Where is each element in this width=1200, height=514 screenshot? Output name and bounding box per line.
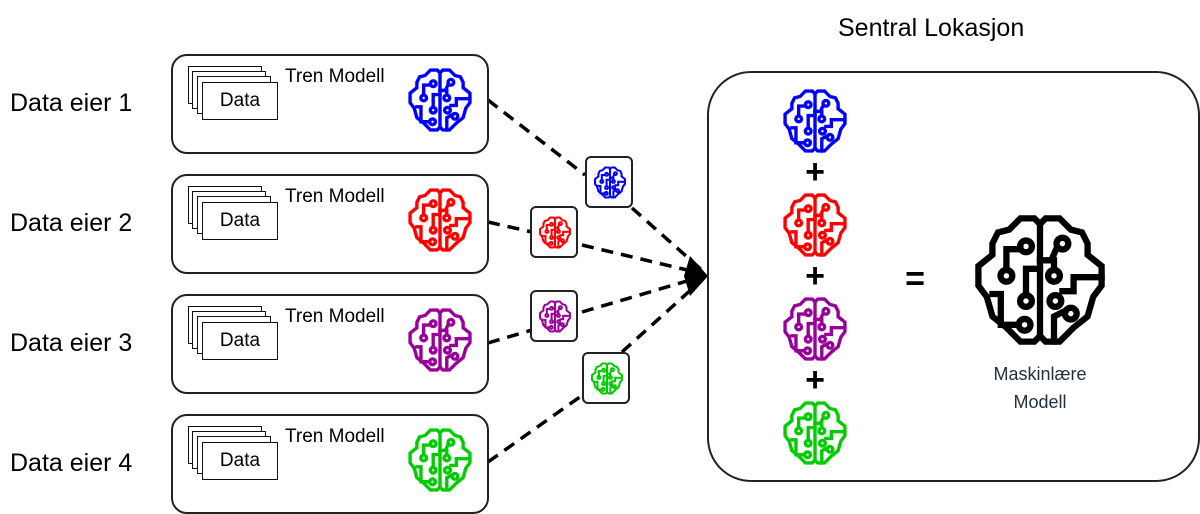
central-location-box (707, 71, 1200, 482)
data-card: Data (202, 322, 278, 360)
ml-model-caption-line1: Maskinlære (993, 364, 1087, 384)
plus-sign: + (805, 257, 825, 295)
ml-model-brain-icon (970, 212, 1110, 348)
aggregated-brain-icon (783, 297, 847, 361)
mini-model-1 (585, 156, 633, 208)
ml-model-caption: Maskinlære Modell (960, 360, 1120, 416)
local-model-brain-icon (408, 308, 472, 372)
plus-sign: + (805, 361, 825, 399)
connector-3 (487, 328, 533, 345)
connector-2b (581, 243, 705, 276)
train-model-label: Tren Modell (285, 186, 385, 207)
train-model-label: Tren Modell (285, 306, 385, 327)
connector-3b (581, 274, 705, 314)
local-model-brain-icon (408, 68, 472, 132)
equals-sign: = (905, 260, 925, 298)
aggregated-brain-icon (783, 193, 847, 257)
connector-1b (630, 206, 706, 274)
owner-label: Data eier 3 (10, 329, 133, 357)
connector-1 (486, 98, 587, 177)
plus-sign: + (805, 153, 825, 191)
merge-arrowhead (684, 256, 708, 296)
mini-brain-icon (591, 362, 623, 395)
data-card: Data (202, 442, 278, 480)
data-card: Data (202, 82, 278, 120)
mini-model-4 (582, 352, 630, 404)
local-model-brain-icon (408, 188, 472, 252)
owner-label: Data eier 4 (10, 449, 133, 477)
ml-model-caption-line2: Modell (1013, 392, 1067, 412)
owner-label: Data eier 2 (10, 209, 133, 237)
central-title: Sentral Lokasjon (838, 14, 1025, 42)
mini-brain-icon (539, 216, 571, 249)
train-model-label: Tren Modell (285, 66, 385, 87)
local-model-brain-icon (408, 428, 472, 492)
owner-label: Data eier 1 (10, 89, 133, 117)
mini-brain-icon (539, 300, 571, 333)
connector-4b (620, 276, 706, 354)
data-card: Data (202, 202, 278, 240)
train-model-label: Tren Modell (285, 426, 385, 447)
connector-4 (486, 392, 586, 464)
mini-model-2 (530, 206, 578, 258)
connector-2 (487, 220, 533, 234)
mini-brain-icon (594, 166, 626, 199)
mini-model-3 (530, 290, 578, 342)
aggregated-brain-icon (783, 89, 847, 153)
aggregated-brain-icon (783, 401, 847, 465)
